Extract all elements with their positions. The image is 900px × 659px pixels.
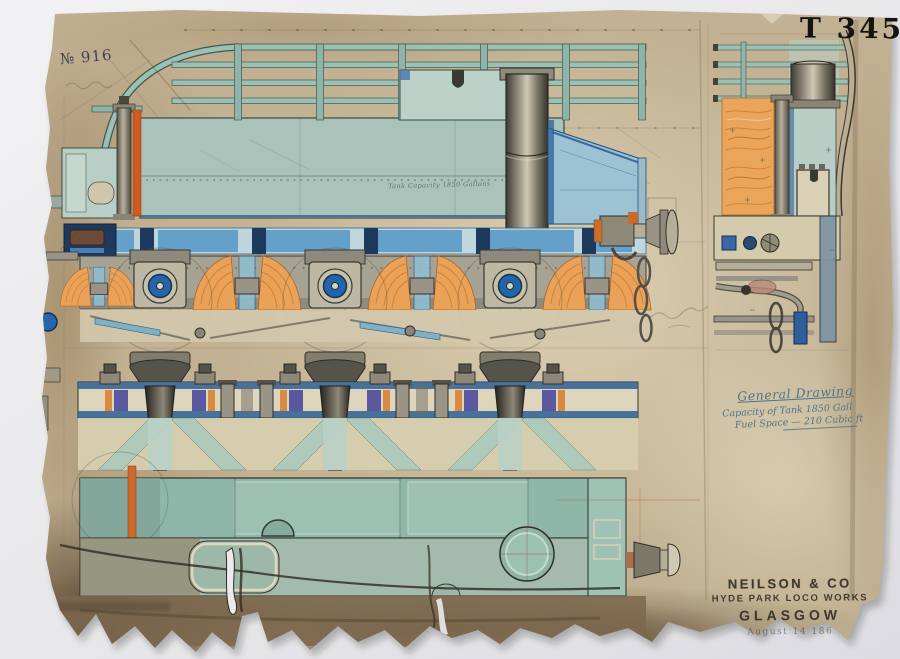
inspector-signature [649, 305, 709, 329]
running-gear-view [42, 209, 679, 353]
underframe-view [42, 351, 639, 471]
side-elevation-view [42, 43, 677, 231]
handwritten-annotation [65, 81, 113, 90]
end-section-view [713, 29, 856, 354]
plan-view [56, 451, 700, 646]
faint-stamp-mark [58, 602, 170, 611]
